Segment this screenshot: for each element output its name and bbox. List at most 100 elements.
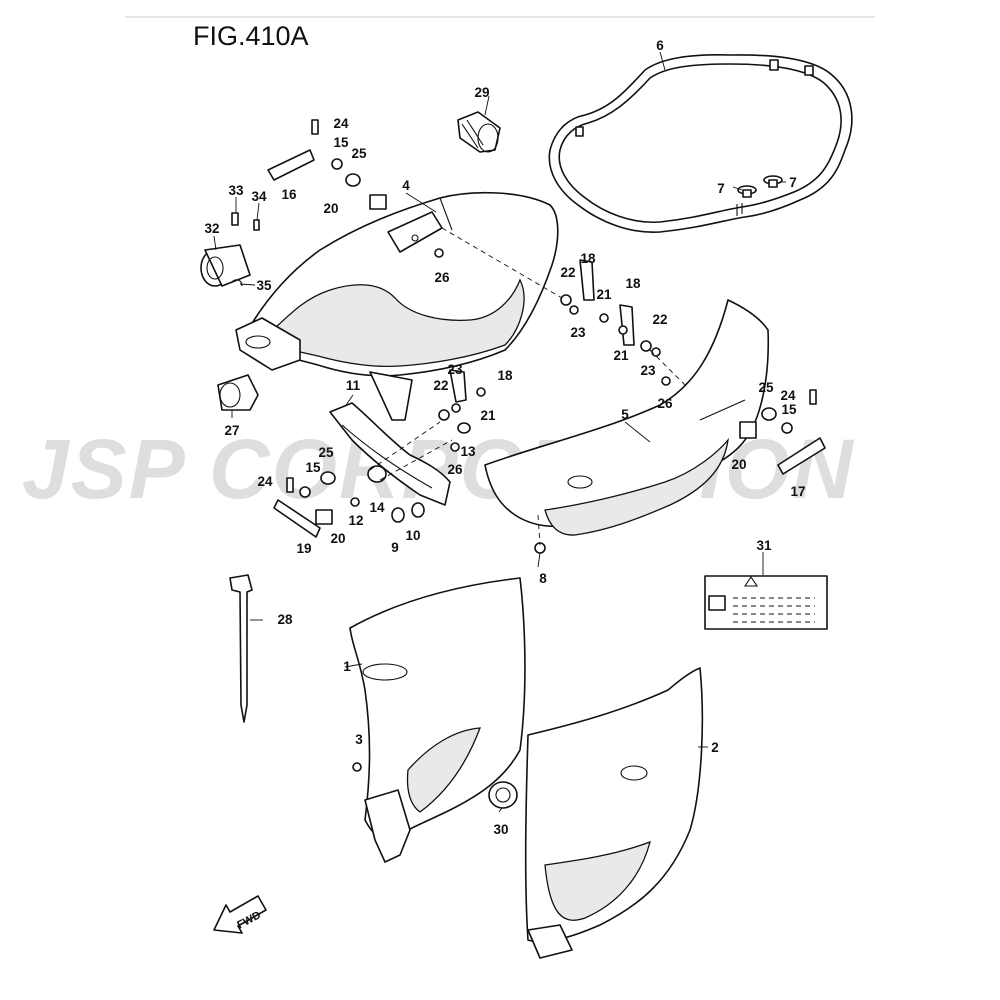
bolt-24b xyxy=(809,389,817,405)
hook-18b xyxy=(619,304,635,346)
latch-17 xyxy=(777,437,826,475)
callout-16: 16 xyxy=(281,187,297,202)
callout-3: 3 xyxy=(355,732,363,747)
screw-26a xyxy=(434,248,444,258)
screw-3 xyxy=(352,762,362,772)
callout-28: 28 xyxy=(277,612,293,627)
left-lower-cover xyxy=(349,577,526,863)
bolt-33 xyxy=(231,212,239,226)
caution-label xyxy=(704,575,828,630)
callout-7a: 7 xyxy=(717,181,725,196)
bushing-9 xyxy=(391,507,405,523)
figure-title: FIG.410A xyxy=(193,21,309,51)
callout-21c: 21 xyxy=(480,408,496,423)
washer-22c xyxy=(438,409,450,421)
callout-23a: 23 xyxy=(570,325,586,340)
bushing-25c xyxy=(761,407,777,421)
hook-18a xyxy=(579,259,595,301)
callout-31: 31 xyxy=(756,538,772,553)
callout-25a: 25 xyxy=(351,146,367,161)
clamp xyxy=(488,781,518,809)
callout-32: 32 xyxy=(204,221,219,236)
bushing-10 xyxy=(411,502,425,518)
callout-26a: 26 xyxy=(434,270,450,285)
callout-1: 1 xyxy=(343,659,351,674)
callout-29: 29 xyxy=(474,85,489,100)
screw-21c xyxy=(476,387,486,397)
callout-25b: 25 xyxy=(758,380,774,395)
callout-24a: 24 xyxy=(333,116,349,131)
callout-5: 5 xyxy=(621,407,629,422)
latch-16 xyxy=(267,149,315,181)
bushing-25b xyxy=(345,173,361,187)
bushing-13 xyxy=(457,422,471,434)
callout-8: 8 xyxy=(539,571,547,586)
callout-17: 17 xyxy=(790,484,805,499)
bolt-24c xyxy=(286,477,294,493)
screw-21b xyxy=(618,325,628,335)
seal-23b xyxy=(651,347,661,357)
screw-15a xyxy=(331,158,343,170)
boot xyxy=(217,374,259,411)
callout-4: 4 xyxy=(402,178,410,193)
callout-2: 2 xyxy=(711,740,719,755)
callout-26b: 26 xyxy=(657,396,673,411)
callout-11: 11 xyxy=(346,378,361,393)
latch-body-20b xyxy=(739,421,757,439)
rod xyxy=(229,574,253,723)
callout-15a: 15 xyxy=(333,135,349,150)
callout-33: 33 xyxy=(228,183,244,198)
clip-35 xyxy=(231,279,243,287)
callout-19: 19 xyxy=(296,541,311,556)
latch-body-20a xyxy=(369,194,387,210)
callout-12: 12 xyxy=(348,513,363,528)
fitting xyxy=(457,111,501,153)
callout-22b: 22 xyxy=(652,312,667,327)
latch-19 xyxy=(273,499,321,538)
seal-ring xyxy=(548,54,853,233)
callout-20c: 20 xyxy=(330,531,345,546)
intake xyxy=(200,244,251,287)
washer-22b xyxy=(640,340,652,352)
callout-26c: 26 xyxy=(447,462,463,477)
callout-34: 34 xyxy=(251,189,267,204)
hook-18c xyxy=(449,369,467,403)
fwd-arrow: FWD xyxy=(213,895,267,934)
screw-12 xyxy=(350,497,360,507)
callout-27: 27 xyxy=(224,423,239,438)
callout-10: 10 xyxy=(405,528,420,543)
callout-23c: 23 xyxy=(447,362,463,377)
callout-22a: 22 xyxy=(560,265,575,280)
grommet-b xyxy=(763,175,783,188)
bushing-14 xyxy=(367,465,387,483)
callout-21b: 21 xyxy=(613,348,629,363)
screw-21a xyxy=(599,313,609,323)
latch-body-20c xyxy=(315,509,333,525)
callout-18b: 18 xyxy=(625,276,641,291)
screw-26c xyxy=(450,442,460,452)
seal-23c xyxy=(451,403,461,413)
grommet-a xyxy=(737,185,757,198)
leader-lines xyxy=(213,51,786,813)
callout-9: 9 xyxy=(391,540,399,555)
washer-22a xyxy=(560,294,572,306)
callout-18a: 18 xyxy=(580,251,596,266)
bushing-25a xyxy=(320,471,336,485)
callout-24c: 24 xyxy=(257,474,273,489)
screw-15b xyxy=(781,422,793,434)
callout-14: 14 xyxy=(369,500,385,515)
callout-24b: 24 xyxy=(780,388,796,403)
right-lower-cover xyxy=(524,667,704,959)
callout-22c: 22 xyxy=(433,378,448,393)
screw-15c xyxy=(299,486,311,498)
callout-23b: 23 xyxy=(640,363,656,378)
bolt-24a xyxy=(311,119,319,135)
callout-13: 13 xyxy=(460,444,476,459)
callout-18c: 18 xyxy=(497,368,513,383)
callout-15c: 15 xyxy=(305,460,321,475)
callouts: 1 2 3 4 5 6 7 7 8 9 10 11 12 13 14 15 15… xyxy=(204,38,805,837)
rear-upper-cover xyxy=(235,191,559,421)
callout-7b: 7 xyxy=(789,175,797,190)
seal-23a xyxy=(569,305,579,315)
